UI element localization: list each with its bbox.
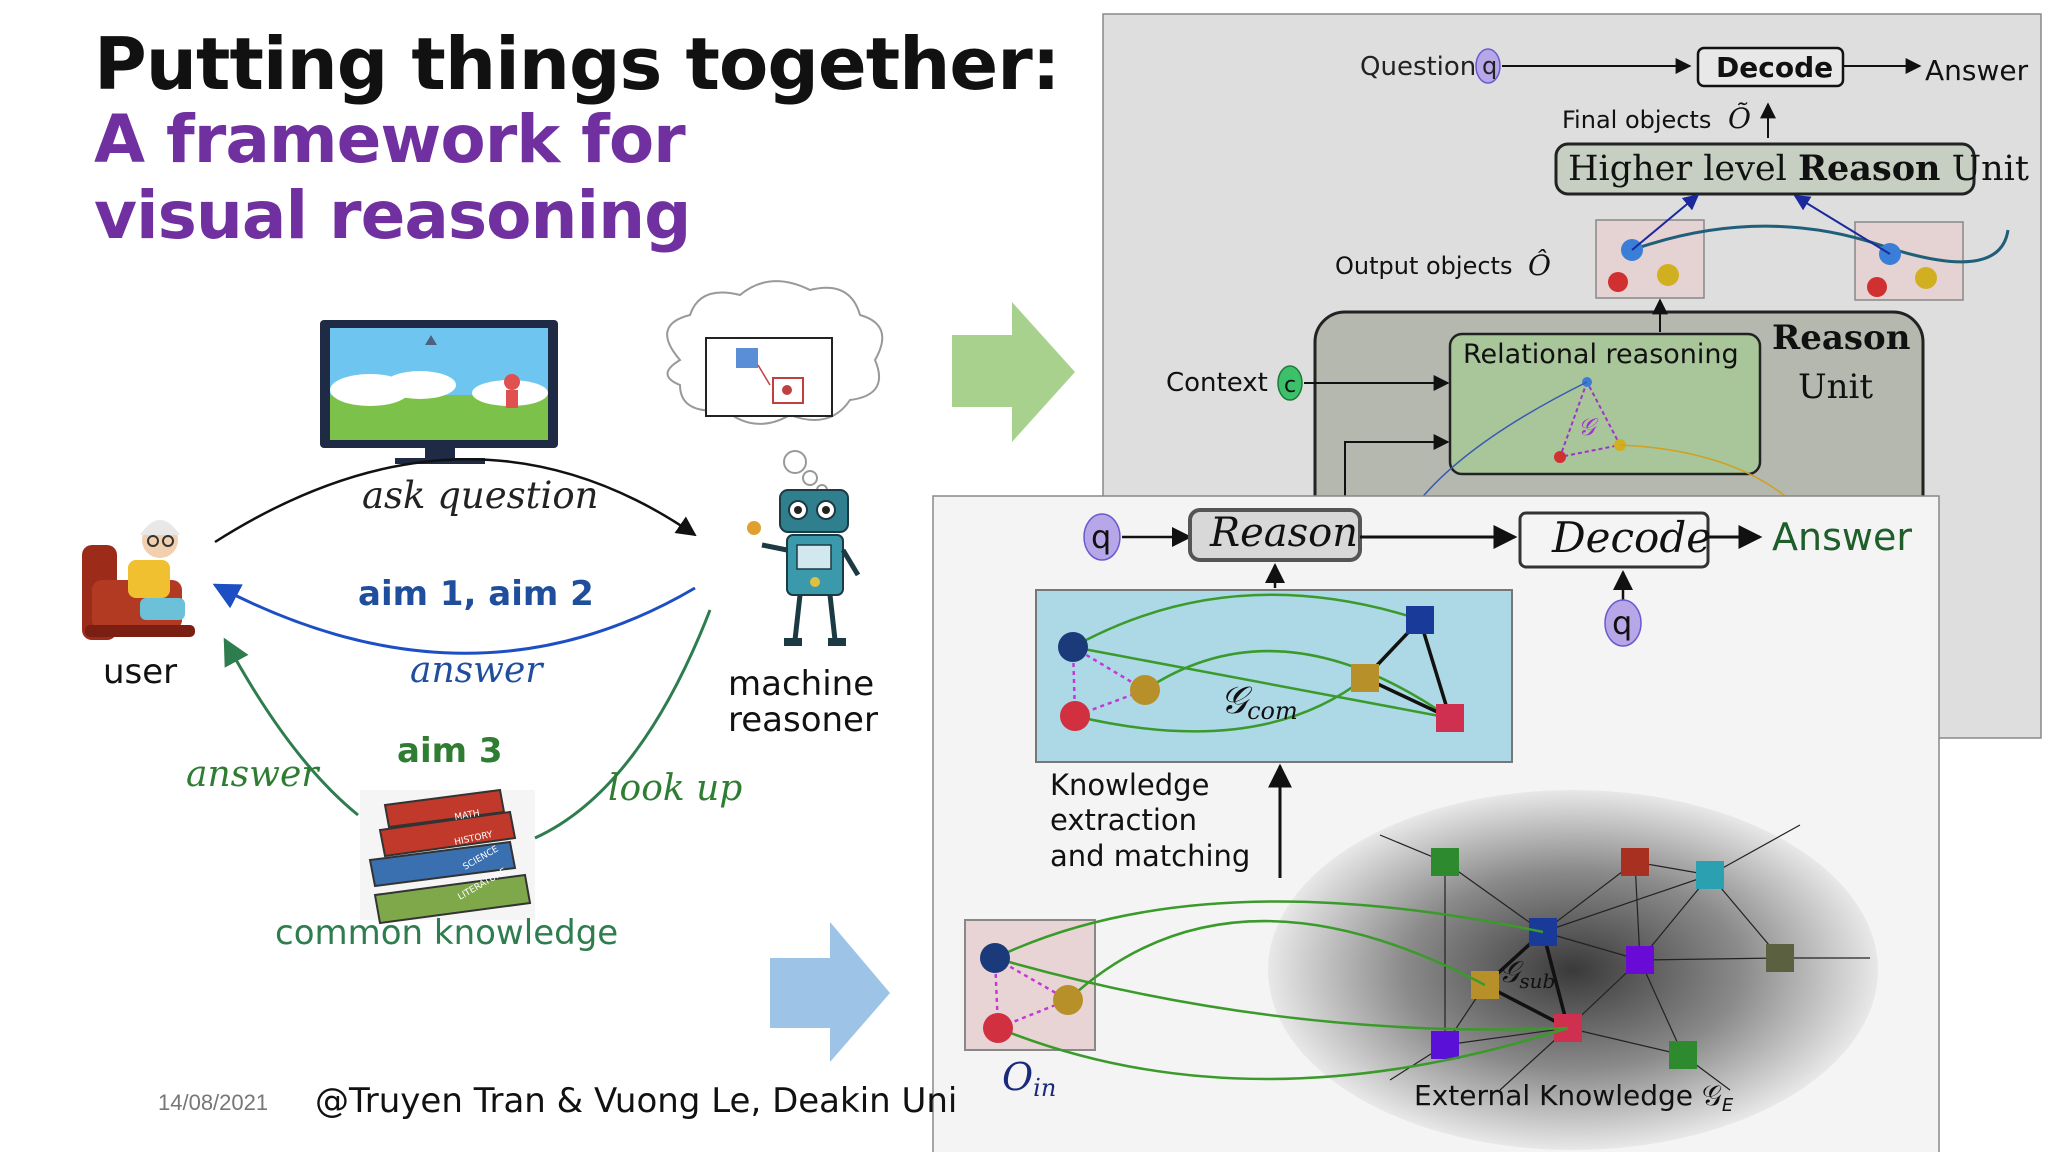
output-objects-symbol: Ô (1528, 248, 1551, 282)
relational-reasoning-label: Relational reasoning (1463, 339, 1739, 370)
q-front-decode-label: q (1612, 604, 1632, 642)
knowledge-label-line1: Knowledge (1050, 768, 1209, 802)
knowledge-label-line2: extraction (1050, 803, 1197, 837)
look-up-label: look up (608, 768, 742, 809)
question-label: Question (1360, 52, 1476, 82)
aim3-label: aim 3 (397, 731, 503, 771)
footer-date: 14/08/2021 (158, 1090, 269, 1115)
front-panel: q Reason Decode Answer q (932, 495, 1940, 1152)
final-objects-symbol: Õ (1728, 102, 1751, 135)
final-objects-label: Final objects (1562, 106, 1711, 134)
ask-question-arrow (214, 458, 697, 544)
tv-icon (320, 320, 558, 464)
machine-label-line2: reasoner (728, 700, 878, 740)
answer-label-top: answer (410, 650, 544, 691)
slide-title: Putting things together: (94, 22, 1061, 106)
ask-question-label: ask question (362, 474, 598, 517)
oin-label: Oin (1002, 1055, 1056, 1102)
machine-label-line1: machine (728, 664, 874, 704)
higher-level-reason-unit-label: Higher level Reason Unit (1568, 148, 2029, 189)
user-label: user (103, 652, 177, 692)
answer-back-label: Answer (1925, 54, 2029, 87)
book-label-math: MATH (454, 809, 481, 823)
c-circle-label: c (1284, 373, 1296, 398)
blue-big-arrow-icon (770, 922, 890, 1062)
answer-label-left: answer (186, 754, 320, 795)
graph-symbol-back: 𝒢 (1578, 413, 1599, 441)
decode-back-label: Decode (1716, 51, 1833, 84)
common-knowledge-label: common knowledge (275, 913, 618, 953)
knowledge-label-line3: and matching (1050, 839, 1250, 873)
answer-arrow-blue (212, 583, 696, 655)
reason-front-label: Reason (1209, 510, 1358, 556)
decode-front-label: Decode (1551, 513, 1711, 562)
context-label: Context (1166, 368, 1268, 398)
books-icon: MATH HISTORY SCIENCE LITERATURE (360, 788, 535, 925)
reason-unit-label-line2: Unit (1798, 367, 1873, 407)
aim12-label: aim 1, aim 2 (358, 574, 594, 614)
thought-cloud-icon (666, 280, 884, 496)
answer-front-label: Answer (1772, 515, 1912, 559)
q-front-label: q (1091, 518, 1111, 556)
look-up-arrow (534, 609, 712, 840)
green-big-arrow-icon (952, 302, 1075, 442)
external-knowledge-label: External Knowledge 𝒢E (1414, 1079, 1734, 1116)
q-circle-label: q (1482, 52, 1497, 80)
answer-arrow-green (223, 637, 359, 817)
slide-subtitle: A framework for visual reasoning (94, 101, 691, 254)
footer-credit: @Truyen Tran & Vuong Le, Deakin Uni (315, 1081, 958, 1121)
user-avatar-icon (82, 520, 195, 640)
gsub-label: 𝒢sub (1498, 955, 1555, 993)
output-objects-label: Output objects (1335, 252, 1512, 280)
reason-unit-label-line1: Reason (1772, 318, 1910, 358)
robot-icon (747, 489, 861, 646)
